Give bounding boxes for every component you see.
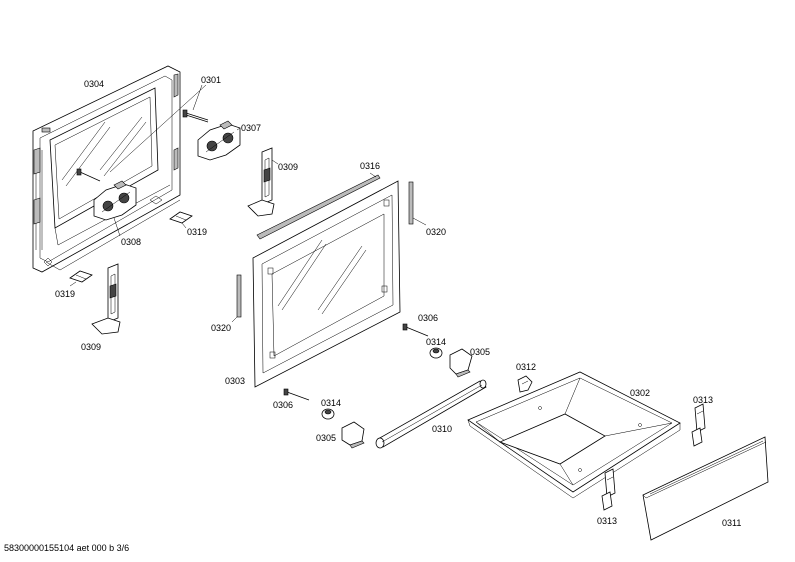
label-0305-lower: 0305 — [316, 433, 336, 443]
document-id-footer: 58300000155104 aet 000 b 3/6 — [4, 543, 129, 553]
label-0303: 0303 — [225, 376, 245, 386]
label-0320-left: 0320 — [211, 323, 231, 333]
inner-door-frame-0304 — [32, 65, 181, 273]
cap-0314-upper — [429, 347, 443, 359]
label-0310: 0310 — [432, 424, 452, 434]
screw-0306-upper — [402, 323, 429, 337]
spacer-0320-left — [231, 274, 242, 323]
rail-0313-right — [691, 403, 706, 447]
label-0306-upper: 0306 — [418, 313, 438, 323]
label-0319-top: 0319 — [187, 227, 207, 237]
spacer-0320-right — [408, 181, 427, 226]
label-0306-lower: 0306 — [273, 400, 293, 410]
label-0313-right: 0313 — [693, 395, 713, 405]
label-0320-right: 0320 — [426, 227, 446, 237]
label-0319-bottom: 0319 — [55, 289, 75, 299]
clip-0319-bottom — [69, 270, 93, 287]
label-0313-left: 0313 — [597, 516, 617, 526]
label-0316: 0316 — [360, 161, 380, 171]
hinge-holder-0307 — [197, 120, 241, 161]
handle-holder-0305-upper — [449, 348, 473, 378]
label-0304: 0304 — [84, 79, 104, 89]
label-0314-upper: 0314 — [426, 337, 446, 347]
label-0309-bottom: 0309 — [81, 342, 101, 352]
hinge-0309-top — [247, 147, 279, 217]
label-0309-top: 0309 — [278, 162, 298, 172]
label-0314-lower: 0314 — [321, 398, 341, 408]
outer-door-glass-0303 — [252, 180, 401, 388]
rail-0313-left — [601, 468, 616, 511]
cap-0314-lower — [321, 408, 335, 420]
screws-0301 — [76, 84, 209, 182]
hinge-holder-0308 — [93, 180, 137, 237]
label-0312: 0312 — [516, 362, 536, 372]
label-0301: 0301 — [201, 75, 221, 85]
drawer-front-0311 — [642, 436, 769, 541]
clip-0319-top — [169, 211, 193, 229]
door-handle-0310 — [375, 379, 487, 449]
screw-0306-lower — [283, 388, 310, 401]
bracket-0312 — [517, 375, 533, 393]
label-0311: 0311 — [722, 518, 741, 528]
hinge-0309-bottom — [91, 263, 121, 335]
label-0308: 0308 — [121, 237, 141, 247]
door-seal-0316 — [256, 172, 381, 240]
handle-holder-0305-lower — [341, 421, 365, 449]
label-0307: 0307 — [241, 123, 261, 133]
label-0302: 0302 — [630, 388, 650, 398]
drawer-0302 — [467, 371, 681, 499]
label-0305-upper: 0305 — [470, 347, 490, 357]
